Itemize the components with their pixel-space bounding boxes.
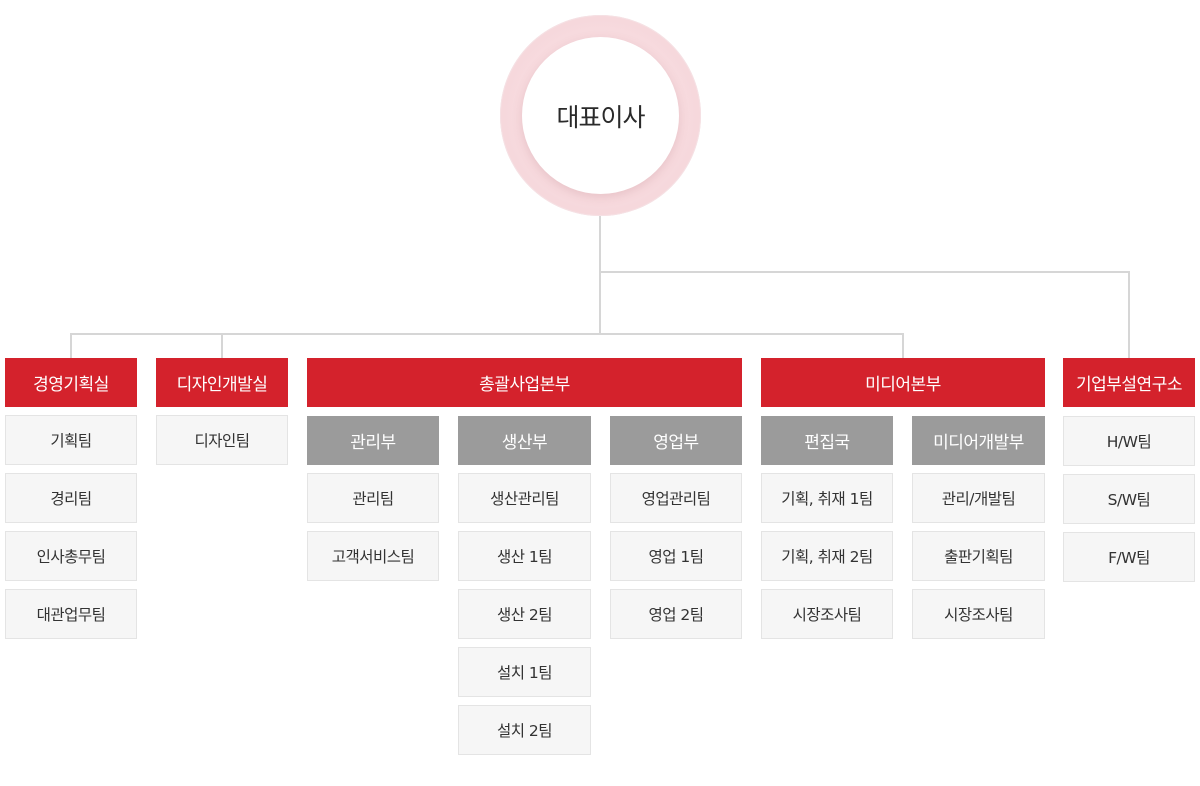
team-box: S/W팀 (1063, 474, 1195, 524)
department-management: 관리부 (307, 416, 439, 465)
connector-drop-2 (221, 333, 223, 358)
department-editorial: 편집국 (761, 416, 893, 465)
team-box: 시장조사팀 (912, 589, 1045, 639)
team-box: F/W팀 (1063, 532, 1195, 582)
department-sales: 영업부 (610, 416, 742, 465)
connector-drop-4 (902, 333, 904, 358)
division-management-planning: 경영기획실 (5, 358, 137, 407)
division-general-business: 총괄사업본부 (307, 358, 742, 407)
team-box: 관리/개발팀 (912, 473, 1045, 523)
team-box: 설치 2팀 (458, 705, 591, 755)
department-media-dev: 미디어개발부 (912, 416, 1045, 465)
team-box: 디자인팀 (156, 415, 288, 465)
team-box: 관리팀 (307, 473, 439, 523)
division-design-dev: 디자인개발실 (156, 358, 288, 407)
ceo-node: 대표이사 (500, 15, 701, 216)
team-box: 경리팀 (5, 473, 137, 523)
ceo-label: 대표이사 (522, 37, 679, 194)
connector-drop-1 (70, 333, 72, 358)
connector-lower-bar (70, 333, 904, 335)
team-box: 생산 2팀 (458, 589, 591, 639)
team-box: 기획팀 (5, 415, 137, 465)
team-box: 생산관리팀 (458, 473, 591, 523)
team-box: 기획, 취재 2팀 (761, 531, 893, 581)
team-box: 기획, 취재 1팀 (761, 473, 893, 523)
connector-lab-drop (1128, 271, 1130, 358)
team-box: 생산 1팀 (458, 531, 591, 581)
team-box: H/W팀 (1063, 416, 1195, 466)
team-box: 대관업무팀 (5, 589, 137, 639)
team-box: 고객서비스팀 (307, 531, 439, 581)
team-box: 인사총무팀 (5, 531, 137, 581)
team-box: 출판기획팀 (912, 531, 1045, 581)
connector-ceo-trunk (599, 216, 601, 335)
team-box: 영업관리팀 (610, 473, 742, 523)
team-box: 영업 2팀 (610, 589, 742, 639)
connector-upper-bar (599, 271, 1130, 273)
division-media: 미디어본부 (761, 358, 1045, 407)
team-box: 설치 1팀 (458, 647, 591, 697)
team-box: 시장조사팀 (761, 589, 893, 639)
department-production: 생산부 (458, 416, 591, 465)
division-research-lab: 기업부설연구소 (1063, 358, 1195, 407)
team-box: 영업 1팀 (610, 531, 742, 581)
